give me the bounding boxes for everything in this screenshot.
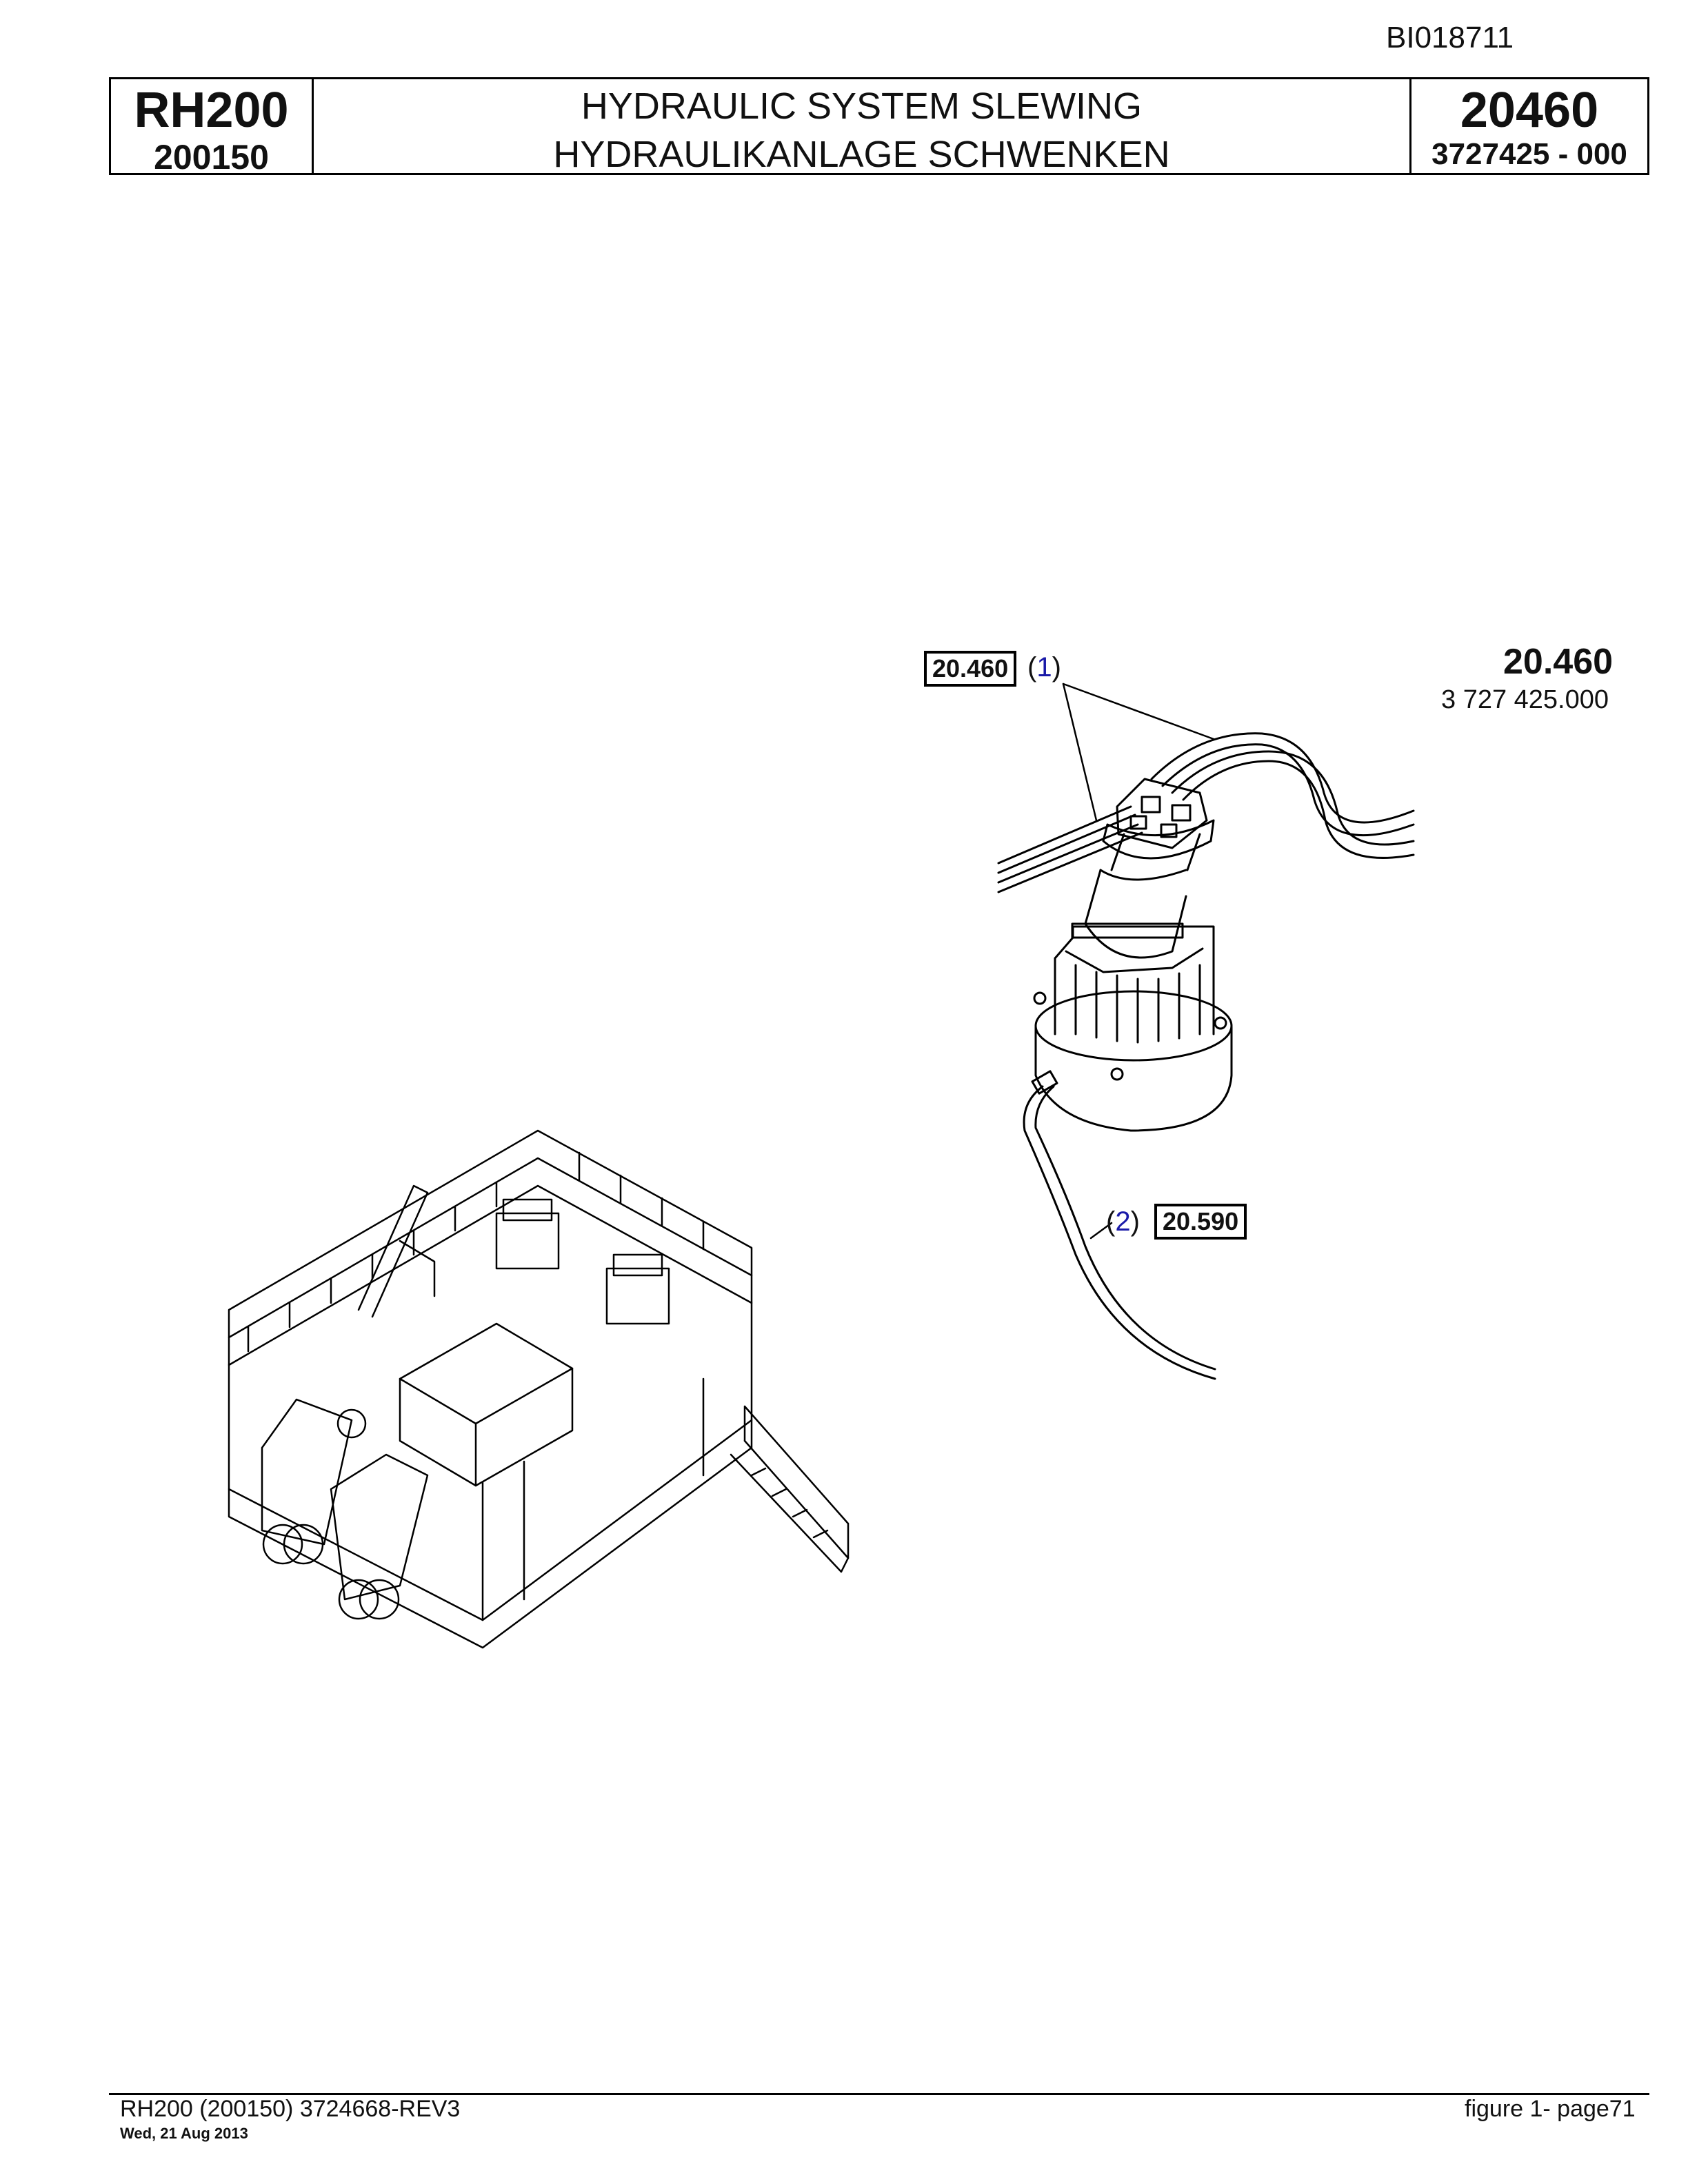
- group-part-number: 3727425 - 000: [1431, 137, 1627, 171]
- document-id: BI018711: [1386, 21, 1514, 54]
- footer-date: Wed, 21 Aug 2013: [120, 2125, 248, 2142]
- title-block: RH200 200150 HYDRAULIC SYSTEM SLEWING HY…: [109, 77, 1649, 176]
- slew-motor: [1033, 778, 1233, 1132]
- assembly-part-number: 3 727 425.000: [1441, 685, 1609, 714]
- assembly-group-number: 20.460: [1503, 642, 1614, 682]
- title-english: HYDRAULIC SYSTEM SLEWING: [581, 85, 1143, 127]
- excavator-superstructure: [228, 1129, 850, 1649]
- callout-1-item: (1): [1027, 652, 1061, 682]
- leader-lines-1: [1062, 682, 1215, 822]
- model-cell: RH200 200150: [111, 79, 314, 176]
- callout-2-number: 2: [1115, 1206, 1131, 1237]
- callout-2-ref[interactable]: 20.590: [1154, 1204, 1247, 1240]
- model-serial: 200150: [154, 138, 269, 176]
- title-german: HYDRAULIKANLAGE SCHWENKEN: [553, 134, 1170, 175]
- callout-1-ref[interactable]: 20.460: [924, 651, 1017, 687]
- drain-hose: [1023, 1070, 1216, 1380]
- title-cell: HYDRAULIC SYSTEM SLEWING HYDRAULIKANLAGE…: [314, 79, 1411, 175]
- footer-divider: [109, 2093, 1649, 2095]
- group-cell: 20460 3727425 - 000: [1411, 79, 1647, 173]
- callout-1-number: 1: [1036, 652, 1052, 682]
- model-name: RH200: [134, 83, 289, 138]
- callout-2-item: (2): [1106, 1206, 1140, 1237]
- footer-document: RH200 (200150) 3724668-REV3: [120, 2096, 461, 2122]
- leader-line-2: [1089, 1222, 1113, 1240]
- group-number: 20460: [1460, 83, 1599, 138]
- hoses-left: [997, 805, 1143, 893]
- hoses-right: [1150, 732, 1415, 859]
- footer-page: figure 1- page71: [1465, 2096, 1636, 2122]
